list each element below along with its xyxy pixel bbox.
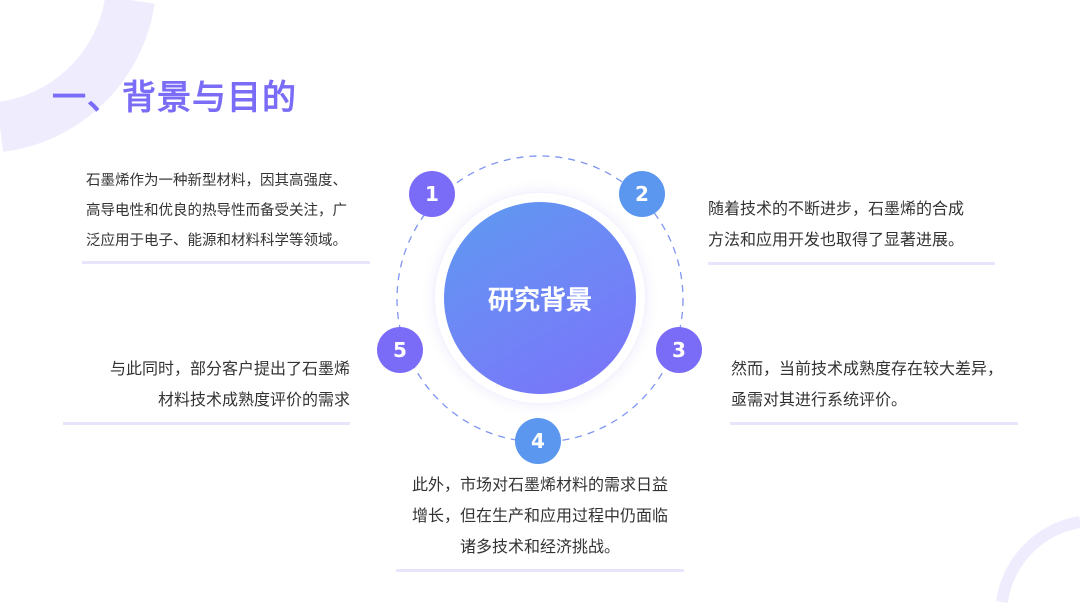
item-2-line: 方法和应用开发也取得了显著进展。 xyxy=(708,230,965,249)
item-4-text: 此外，市场对石墨烯材料的需求日益 增长，但在生产和应用过程中仍面临 诸多技术和经… xyxy=(390,469,690,562)
center-label: 研究背景 xyxy=(487,285,592,316)
item-2-underline xyxy=(708,262,995,265)
badge-2: 2 xyxy=(619,171,665,217)
item-2-text: 随着技术的不断进步，石墨烯的合成 方法和应用开发也取得了显著进展。 xyxy=(708,193,964,255)
item-1-line: 石墨烯作为一种新型材料，因其高强度、 xyxy=(86,173,347,189)
center-circle: 研究背景 xyxy=(444,202,636,394)
item-5-text: 与此同时，部分客户提出了石墨烯 材料技术成熟度评价的需求 xyxy=(40,353,350,415)
item-3-text: 然而，当前技术成熟度存在较大差异， 亟需对其进行系统评价。 xyxy=(731,353,1003,415)
item-3-line: 亟需对其进行系统评价。 xyxy=(731,390,908,409)
item-3-line: 然而，当前技术成熟度存在较大差异， xyxy=(731,359,1004,378)
item-1-line: 泛应用于电子、能源和材料科学等领域。 xyxy=(86,233,347,249)
badge-3: 3 xyxy=(656,327,702,373)
badge-4: 4 xyxy=(515,418,561,464)
item-5-line: 与此同时，部分客户提出了石墨烯 xyxy=(109,359,350,378)
item-1-underline xyxy=(82,261,370,264)
item-5-line: 材料技术成熟度评价的需求 xyxy=(157,390,350,409)
badge-5: 5 xyxy=(377,327,423,373)
item-2-line: 随着技术的不断进步，石墨烯的合成 xyxy=(708,199,965,218)
item-4-line: 诸多技术和经济挑战。 xyxy=(459,537,620,556)
decor-ring-top-left xyxy=(0,0,155,152)
badge-1: 1 xyxy=(409,171,455,217)
item-5-underline xyxy=(63,422,350,425)
item-4-line: 此外，市场对石墨烯材料的需求日益 xyxy=(411,475,668,494)
decor-ring-bottom-right xyxy=(996,516,1080,603)
item-4-underline xyxy=(396,569,684,572)
item-3-underline xyxy=(730,422,1018,425)
item-1-text: 石墨烯作为一种新型材料，因其高强度、 高导电性和优良的热导性而备受关注，广 泛应… xyxy=(86,166,347,256)
page-title: 一、背景与目的 xyxy=(52,78,297,118)
item-1-line: 高导电性和优良的热导性而备受关注，广 xyxy=(86,203,347,219)
item-4-line: 增长，但在生产和应用过程中仍面临 xyxy=(411,506,668,525)
